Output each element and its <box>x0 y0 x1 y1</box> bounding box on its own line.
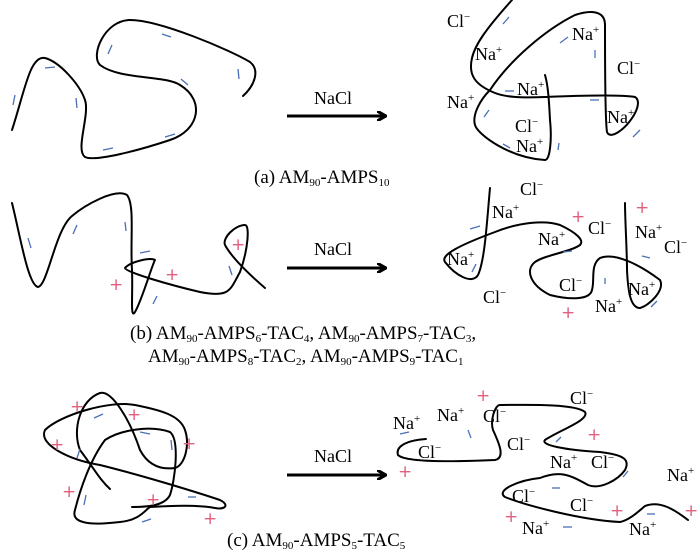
sodium-ion-label: Na+ <box>437 405 464 425</box>
sodium-ion-label: Na+ <box>393 413 420 433</box>
svg-text:+: + <box>70 397 84 417</box>
chloride-ion-label: Cl− <box>483 287 506 307</box>
svg-text:+: + <box>50 435 64 455</box>
svg-text:+: + <box>109 275 123 295</box>
panel-c-before-chain <box>43 391 227 525</box>
panel-b-after-chain <box>443 187 662 309</box>
sodium-ion-label: Na+ <box>667 465 694 485</box>
panel-a-after-chain <box>470 0 639 161</box>
panel-b-arrow-label: NaCl <box>314 239 352 259</box>
chloride-ion-label: Cl− <box>664 237 687 257</box>
chloride-ion-label: Cl− <box>559 275 582 295</box>
svg-text:+: + <box>182 434 196 454</box>
panel-b-positive-charges: + + + <box>109 235 245 295</box>
svg-text:+: + <box>635 198 649 218</box>
sodium-ion-label: Na+ <box>447 249 474 269</box>
panel-c-ions: Na+Na+Cl−Cl−Cl−Cl−Na+Cl−Na+Cl−Cl−Na+Na+ <box>393 388 694 539</box>
panel-a-after-negative-charges <box>483 16 641 151</box>
sodium-ion-label: Na+ <box>635 222 662 242</box>
sodium-ion-label: Na+ <box>629 519 656 539</box>
panel-b-after-positive-charges: + + + <box>561 198 649 323</box>
svg-text:+: + <box>504 507 518 527</box>
panel-c-after-negative-charges <box>399 429 655 528</box>
sodium-ion-label: Na+ <box>628 279 655 299</box>
sodium-ion-label: Na+ <box>595 296 622 316</box>
panel-a-caption: (a) AM90-AMPS10 <box>254 167 390 189</box>
panel-c-arrow: NaCl <box>287 446 385 475</box>
sodium-ion-label: Na+ <box>607 107 634 127</box>
panel-b-caption-line2: AM90-AMPS8-TAC2, AM90-AMPS9-TAC1 <box>148 346 464 368</box>
svg-text:+: + <box>476 386 490 406</box>
panel-c-after-positive-charges: + + + + + + <box>398 386 698 527</box>
sodium-ion-label: Na+ <box>550 452 577 472</box>
panel-b-negative-charges <box>27 221 233 305</box>
panel-c-negative-charges <box>76 413 196 523</box>
sodium-ion-label: Na+ <box>517 79 544 99</box>
svg-text:+: + <box>561 303 575 323</box>
panel-a-arrow-label: NaCl <box>314 88 352 108</box>
panel-c-arrow-label: NaCl <box>314 446 352 466</box>
panel-a-before-chain <box>11 19 257 160</box>
chloride-ion-label: Cl− <box>588 218 611 238</box>
svg-text:+: + <box>127 405 141 425</box>
svg-text:+: + <box>398 462 412 482</box>
chloride-ion-label: Cl− <box>507 434 530 454</box>
chloride-ion-label: Cl− <box>591 452 614 472</box>
svg-text:+: + <box>203 509 217 529</box>
chloride-ion-label: Cl− <box>512 486 535 506</box>
sodium-ion-label: Na+ <box>447 92 474 112</box>
sodium-ion-label: Na+ <box>538 229 565 249</box>
sodium-ion-label: Na+ <box>516 136 543 156</box>
chloride-ion-label: Cl− <box>520 179 543 199</box>
chloride-ion-label: Cl− <box>418 442 441 462</box>
panel-a-negative-charges <box>12 33 240 151</box>
svg-text:+: + <box>610 501 624 521</box>
chloride-ion-label: Cl− <box>570 388 593 408</box>
panel-a-arrow: NaCl <box>287 88 385 116</box>
sodium-ion-label: Na+ <box>475 44 502 64</box>
panel-b-caption-line1: (b) AM90-AMPS6-TAC4, AM90-AMPS7-TAC3, <box>130 323 477 345</box>
svg-text:+: + <box>165 265 179 285</box>
svg-text:+: + <box>587 425 601 445</box>
svg-text:+: + <box>231 235 245 255</box>
panel-b-arrow: NaCl <box>287 239 385 268</box>
svg-text:+: + <box>62 482 76 502</box>
panel-b-before-chain <box>11 192 266 315</box>
chloride-ion-label: Cl− <box>447 11 470 31</box>
chloride-ion-label: Cl− <box>515 116 538 136</box>
sodium-ion-label: Na+ <box>492 202 519 222</box>
svg-text:+: + <box>684 501 698 521</box>
panel-c-caption: (c) AM90-AMPS5-TAC5 <box>227 530 406 552</box>
panel-c-positive-charges: + + + + + + + <box>50 397 217 529</box>
svg-text:+: + <box>571 207 585 227</box>
sodium-ion-label: Na+ <box>572 24 599 44</box>
chloride-ion-label: Cl− <box>483 406 506 426</box>
svg-text:+: + <box>146 490 160 510</box>
panel-b-after-negative-charges <box>469 225 658 308</box>
panel-c-after-chain <box>396 403 689 523</box>
panel-b-ions: Cl−Na+Na+Cl−Na+Cl−Na+Cl−Cl−Na+Na+ <box>447 179 687 316</box>
chloride-ion-label: Cl− <box>570 495 593 515</box>
sodium-ion-label: Na+ <box>522 518 549 538</box>
chloride-ion-label: Cl− <box>617 58 640 78</box>
